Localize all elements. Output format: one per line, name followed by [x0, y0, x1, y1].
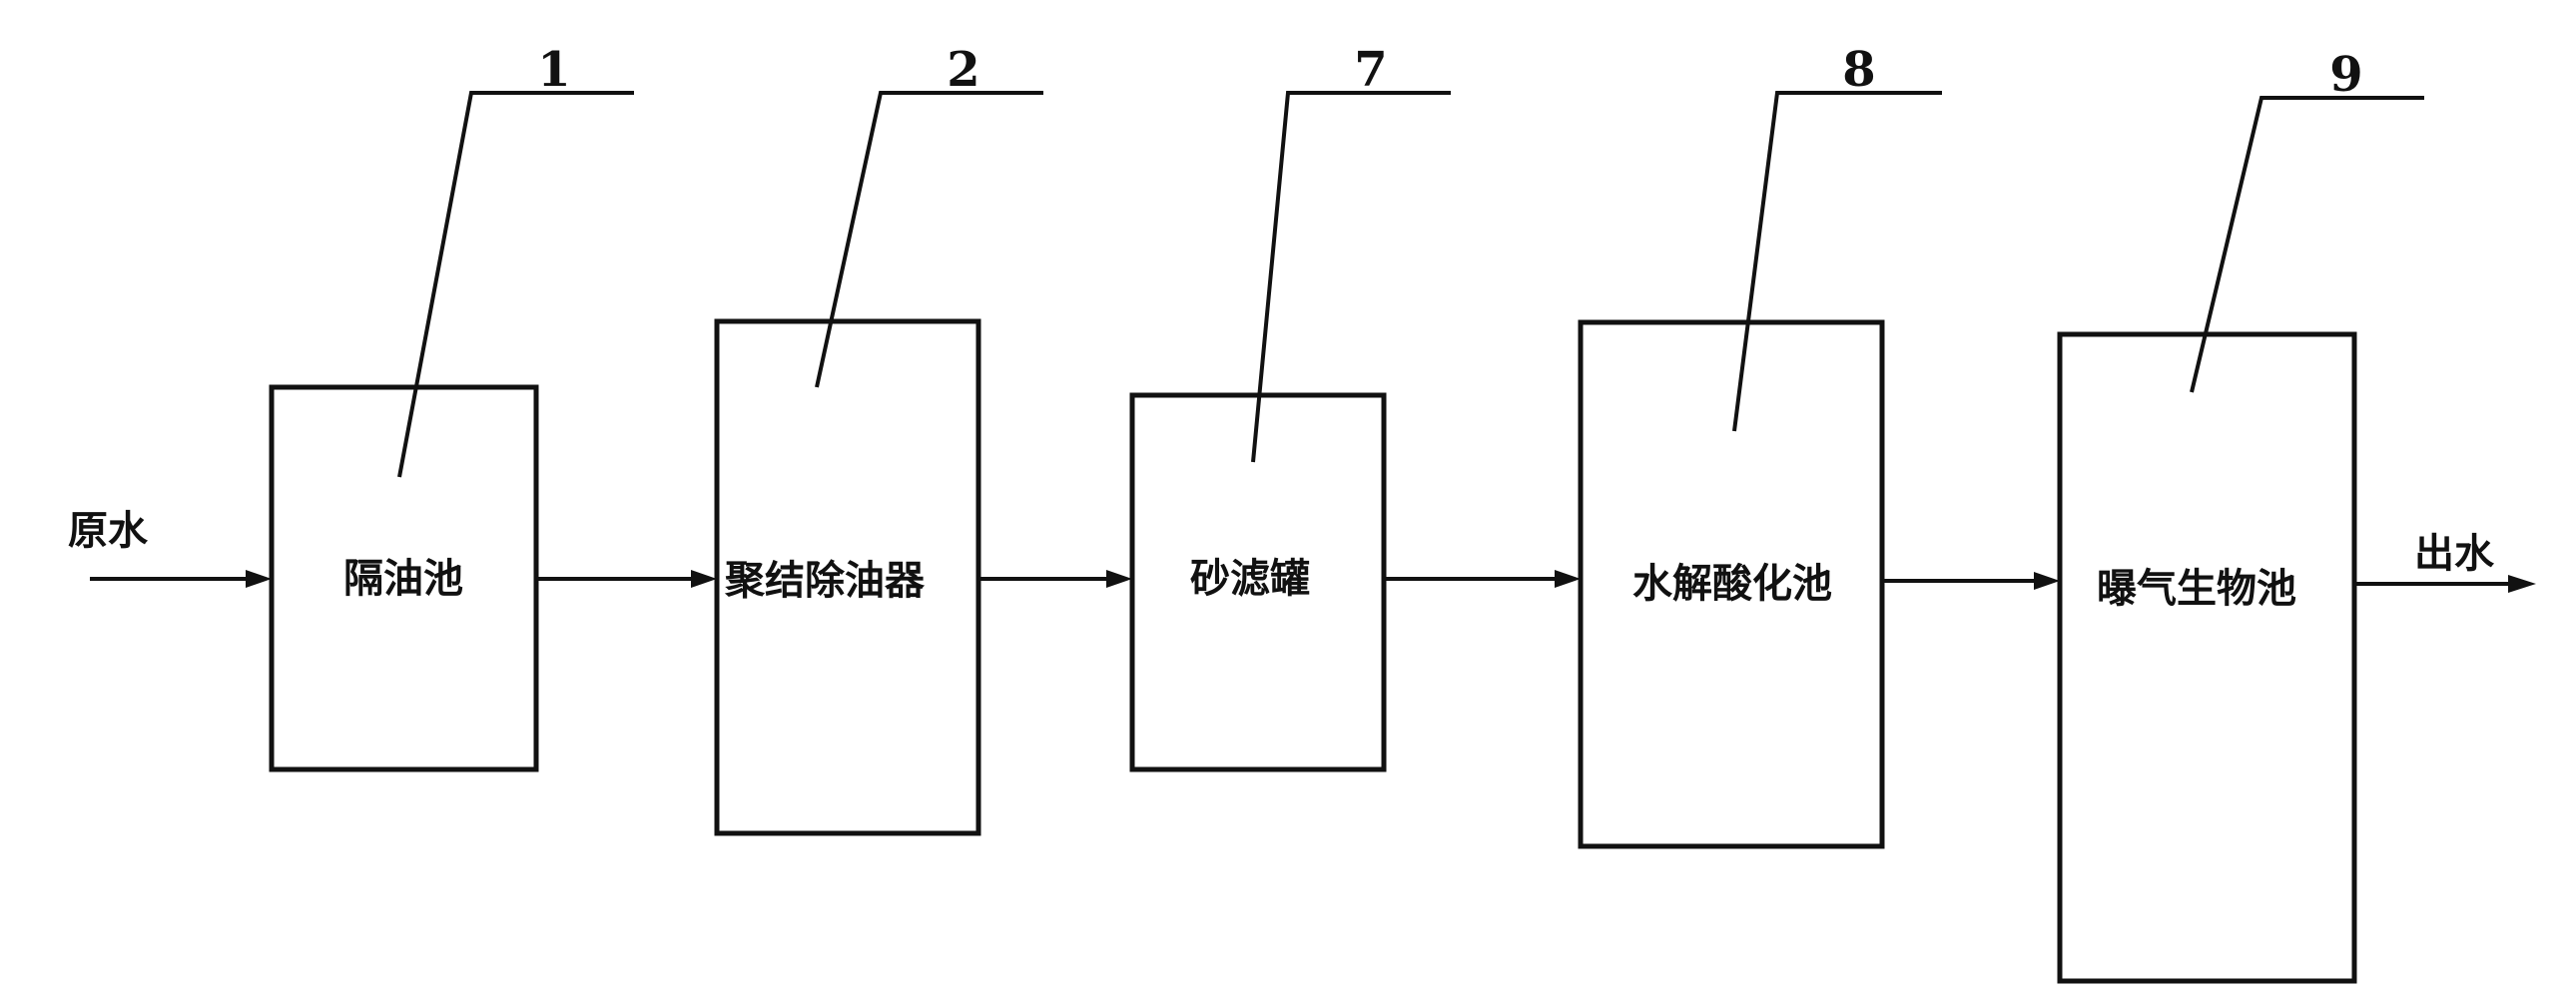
- flow-arrow-1-2-head: [691, 570, 717, 588]
- unit-9: 曝气生物池 9: [2057, 47, 2424, 984]
- unit-2-label: 聚结除油器: [724, 558, 926, 604]
- unit-9-label: 曝气生物池: [2097, 566, 2296, 612]
- unit-2-box: [714, 318, 981, 836]
- unit-2: 聚结除油器 2: [714, 42, 1043, 836]
- outlet-label: 出水: [2414, 531, 2495, 577]
- unit-7-label: 砂滤罐: [1190, 556, 1310, 602]
- outlet-arrowhead: [2508, 575, 2536, 593]
- unit-2-ref-number: 2: [947, 42, 979, 98]
- unit-8-ref-number: 8: [1842, 42, 1875, 98]
- unit-9-box: [2057, 331, 2357, 984]
- unit-9-leader-line: [2190, 96, 2424, 393]
- unit-2-leader-line: [815, 91, 1043, 388]
- flow-arrow-2-7-head: [1106, 570, 1132, 588]
- unit-8-label: 水解酸化池: [1632, 561, 1832, 607]
- flow-arrow-8-9-head: [2034, 572, 2060, 590]
- unit-1-leader-line: [397, 91, 634, 478]
- inlet-arrowhead: [246, 570, 272, 588]
- unit-7: 砂滤罐 7: [1129, 42, 1451, 772]
- unit-1: 隔油池 1: [269, 42, 634, 772]
- unit-8-leader-line: [1732, 91, 1942, 432]
- unit-1-label: 隔油池: [343, 556, 463, 602]
- unit-7-leader-line: [1251, 91, 1451, 463]
- unit-7-ref-number: 7: [1354, 42, 1387, 98]
- inlet-label: 原水: [68, 508, 149, 554]
- unit-8: 水解酸化池 8: [1578, 42, 1942, 849]
- unit-8-box: [1578, 319, 1885, 849]
- flow-arrow-7-8-head: [1555, 570, 1581, 588]
- unit-1-ref-number: 1: [537, 42, 570, 98]
- unit-9-ref-number: 9: [2329, 47, 2362, 103]
